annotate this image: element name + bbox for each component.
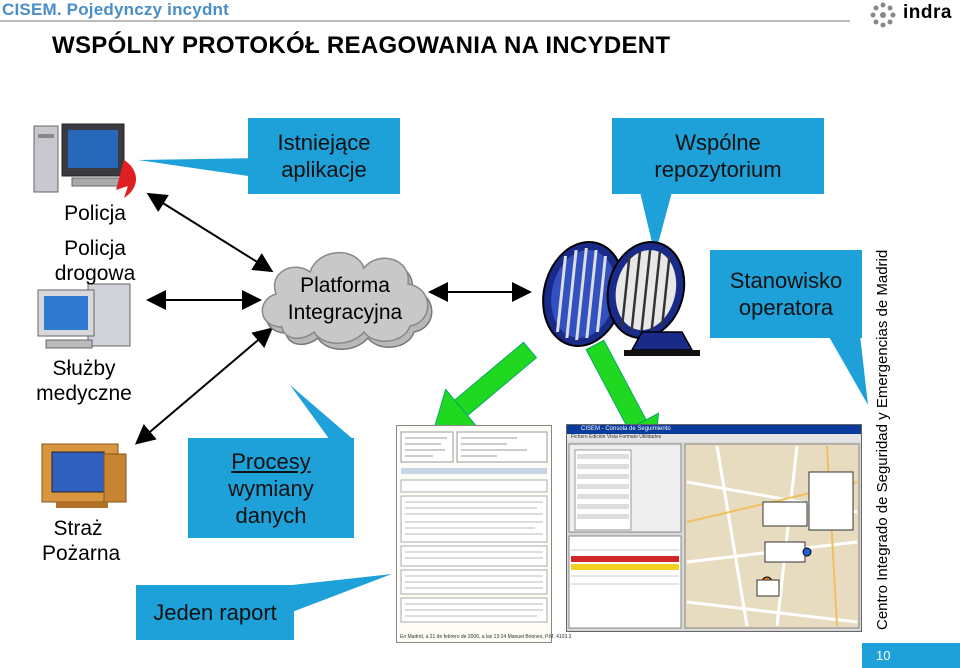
callout-processes-title: Procesy [231,448,311,474]
indra-logo-icon [870,2,896,28]
callout-shared-repo: Wspólne repozytorium [612,118,824,194]
police-computer-icon [33,123,136,198]
header-divider [0,20,850,22]
repository-icon [542,241,700,356]
indra-logo-text: indra [903,2,952,23]
callout-existing-apps-text: Istniejące aplikacje [277,130,371,182]
single-report-document: En Madrid, a 21 de febrero de 2006, a la… [396,425,572,643]
callout-single-report: Jeden raport [136,585,294,640]
traffic-police-computer-icon [37,283,131,349]
callout-pointer-station [828,335,868,405]
side-caption: Centro Integrado de Seguridad y Emergenc… [874,249,891,630]
callout-single-report-text: Jeden raport [153,600,277,625]
window-menubar[interactable]: Fichero Edición Vista Formato Utilidades [567,434,861,442]
callout-processes-text: wymiany danych [228,475,314,528]
window-titlebar: CISEM - Consola de Seguimiento [567,425,861,434]
callout-pointer-repo [640,192,672,255]
callout-pointer-report [292,574,392,612]
arrow-police-cloud [146,192,274,273]
callout-operator-station-text: Stanowisko operatora [729,268,843,320]
cloud-label: Platforma Integracyjna [287,274,403,324]
callout-pointer-processes [290,385,354,440]
page-number: 10 [862,643,960,668]
slide-title: WSPÓLNY PROTOKÓŁ REAGOWANIA NA INCYDENT [52,32,671,59]
report-content-icon [400,431,548,623]
arrow-fire-cloud [134,327,274,445]
callout-operator-station: Stanowisko operatora [710,250,862,338]
callout-pointer-apps [138,158,262,178]
slide-subtitle: CISEM. Pojedynczy incydnt [2,0,229,19]
green-arrow-to-report [432,341,538,432]
agency-medical-label: Służby medyczne [36,357,132,405]
callout-shared-repo-text: Wspólne repozytorium [654,130,782,182]
fire-computer-icon [41,443,127,508]
report-footer: En Madrid, a 21 de febrero de 2006, a la… [400,634,572,640]
callout-existing-apps: Istniejące aplikacje [248,118,400,194]
cisem-console-window: CISEM - Consola de Seguimiento Fichero E… [566,424,862,632]
console-content-icon [568,443,860,629]
callout-exchange-processes: Procesy wymiany danych [188,438,354,538]
integration-cloud-icon [261,252,433,350]
agency-fire-label: Straż Pożarna [42,517,121,565]
agency-police-label: Policja [64,202,126,225]
agency-traffic-police-label: Policja drogowa [54,237,136,285]
